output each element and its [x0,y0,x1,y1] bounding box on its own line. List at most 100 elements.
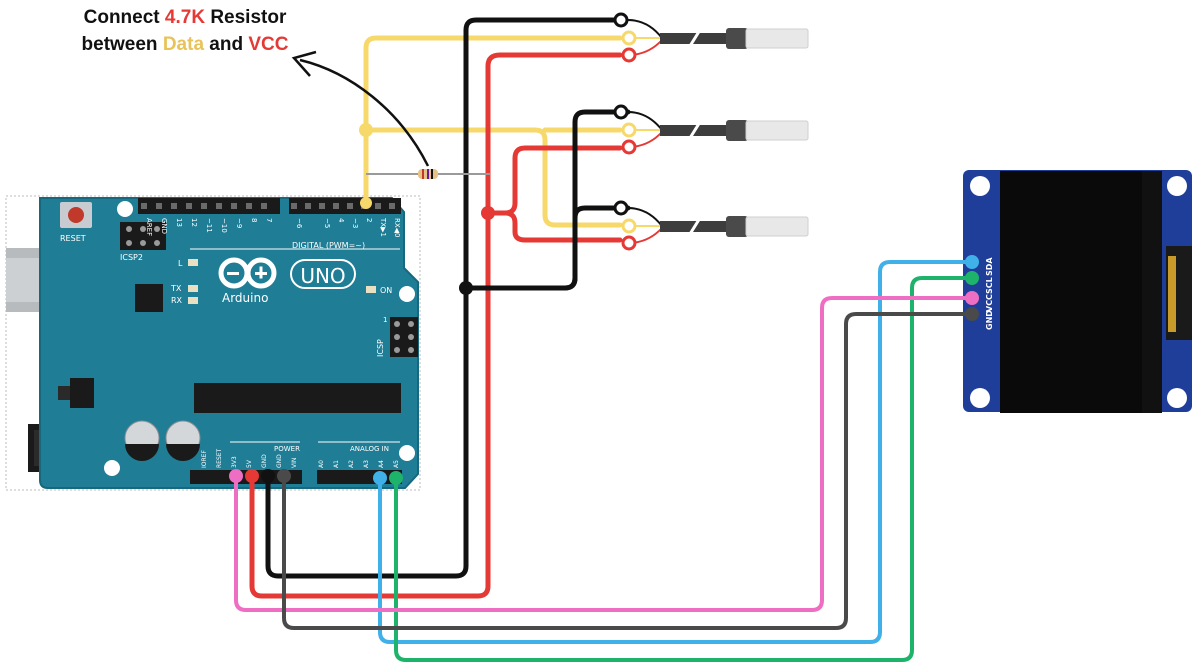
digital-label: DIGITAL (PWM=~) [292,241,365,250]
probe-data-terminal [621,218,637,234]
analog-pin-label: A5 [393,460,400,468]
probe-gnd-terminal [613,12,629,28]
power-pin-label: 5V [246,459,253,468]
icsp2-header [120,222,166,250]
probe-gnd-terminal [613,200,629,216]
wire-vcc-red [249,52,623,599]
junction-data [359,123,373,137]
resistor-note: Connect 4.7K Resistor between Data and V… [60,4,310,58]
wire-scl-green [394,276,972,662]
analog-pin-label: A0 [318,460,325,468]
oled-pin-label: SDA [985,257,994,276]
digital-pin-label: ~6 [295,218,303,229]
mount-hole [399,286,415,302]
probe-vcc-terminal [621,235,637,251]
pin-gnd2-dot [277,469,291,483]
atmega-chip [194,383,401,413]
pin-hole [261,203,267,209]
oled-side-mark: DA [1168,262,1175,272]
pin-hole [246,203,252,209]
digital-pin-label: TX▶1 [379,217,387,237]
oled-pin-gnd-dot [965,307,979,321]
icsp-header [390,317,418,357]
reset-label: RESET [60,234,86,243]
svg-text:TX: TX [170,284,182,293]
voltage-regulator [58,378,94,408]
mount-hole [117,201,133,217]
probe-vcc-terminal [621,47,637,63]
pin-a5-dot [389,471,403,485]
pin-hole [347,203,353,209]
digital-header-right [289,198,401,214]
capacitor [165,420,201,461]
uno-label: UNO [300,264,345,288]
board-outline [5,195,421,491]
led-tx: TX [170,284,198,293]
junction-vcc [481,206,495,220]
oled-pin-sda-dot [965,255,979,269]
icsp-pin1-label: 1 [383,316,387,324]
digital-pin-label: ~5 [323,218,331,228]
digital-pin-label: RX◀0 [393,218,401,238]
svg-text:ON: ON [380,286,392,295]
pin-hole [305,203,311,209]
temperature-probe [613,104,809,155]
pointer-arrow [299,58,430,167]
mount-hole [104,460,120,476]
led-rx: RX [171,296,198,305]
note-line-2: between Data and VCC [81,34,289,55]
pin-d2-dot [360,197,372,209]
capacitor [124,420,160,461]
oled-pin-scl-dot [965,271,979,285]
power-pin-label: GND [276,454,283,468]
pin-5v-dot [245,469,259,483]
digital-pin-label: ~3 [351,218,359,228]
power-pin-label: VIN [291,458,298,468]
pin-hole [201,203,207,209]
digital-pin-label: 12 [190,218,198,227]
led-l: L [178,259,198,268]
wire-gnd-black [265,17,631,579]
digital-pin-label: 4 [337,218,345,223]
digital-pin-label: 8 [250,218,258,222]
oled-display-module [963,170,1192,413]
svg-text:RX: RX [171,296,183,305]
analog-label: ANALOG IN [350,445,389,453]
digital-header-left [138,198,280,214]
svg-text:L: L [178,259,183,268]
power-pin-label: IOREF [201,450,208,468]
arduino-logo-icon [218,257,277,289]
small-chip [135,284,163,312]
probe-data-terminal [621,30,637,46]
wire-gnd-gray [282,312,972,630]
analog-pin-label: A3 [363,460,370,468]
pin-hole [156,203,162,209]
pin-3v3-dot [229,469,243,483]
pin-hole [216,203,222,209]
digital-pin-label: ~9 [235,218,243,228]
icsp-label: ICSP [376,339,385,357]
arduino-board [39,197,419,489]
analog-pin-label: A1 [333,460,340,468]
wire-sda-blue [378,260,972,644]
digital-pin-label: 7 [265,218,273,222]
power-pin-label: GND [261,454,268,468]
power-label: POWER [274,445,300,453]
uno-badge [290,259,356,289]
digital-pin-label: 13 [175,218,183,227]
probe-gnd-terminal [613,104,629,120]
icsp2-label: ICSP2 [120,253,143,262]
oled-pin-vcc-dot [965,291,979,305]
pin-hole [186,203,192,209]
reset-button[interactable] [60,202,92,228]
digital-pin-label: 2 [365,218,373,222]
pin-hole [141,203,147,209]
digital-pin-label: AREF [145,218,153,236]
power-pin-label: RESET [216,448,223,468]
temperature-probe [613,200,809,251]
pin-hole [389,203,395,209]
temperature-probe [613,12,809,63]
